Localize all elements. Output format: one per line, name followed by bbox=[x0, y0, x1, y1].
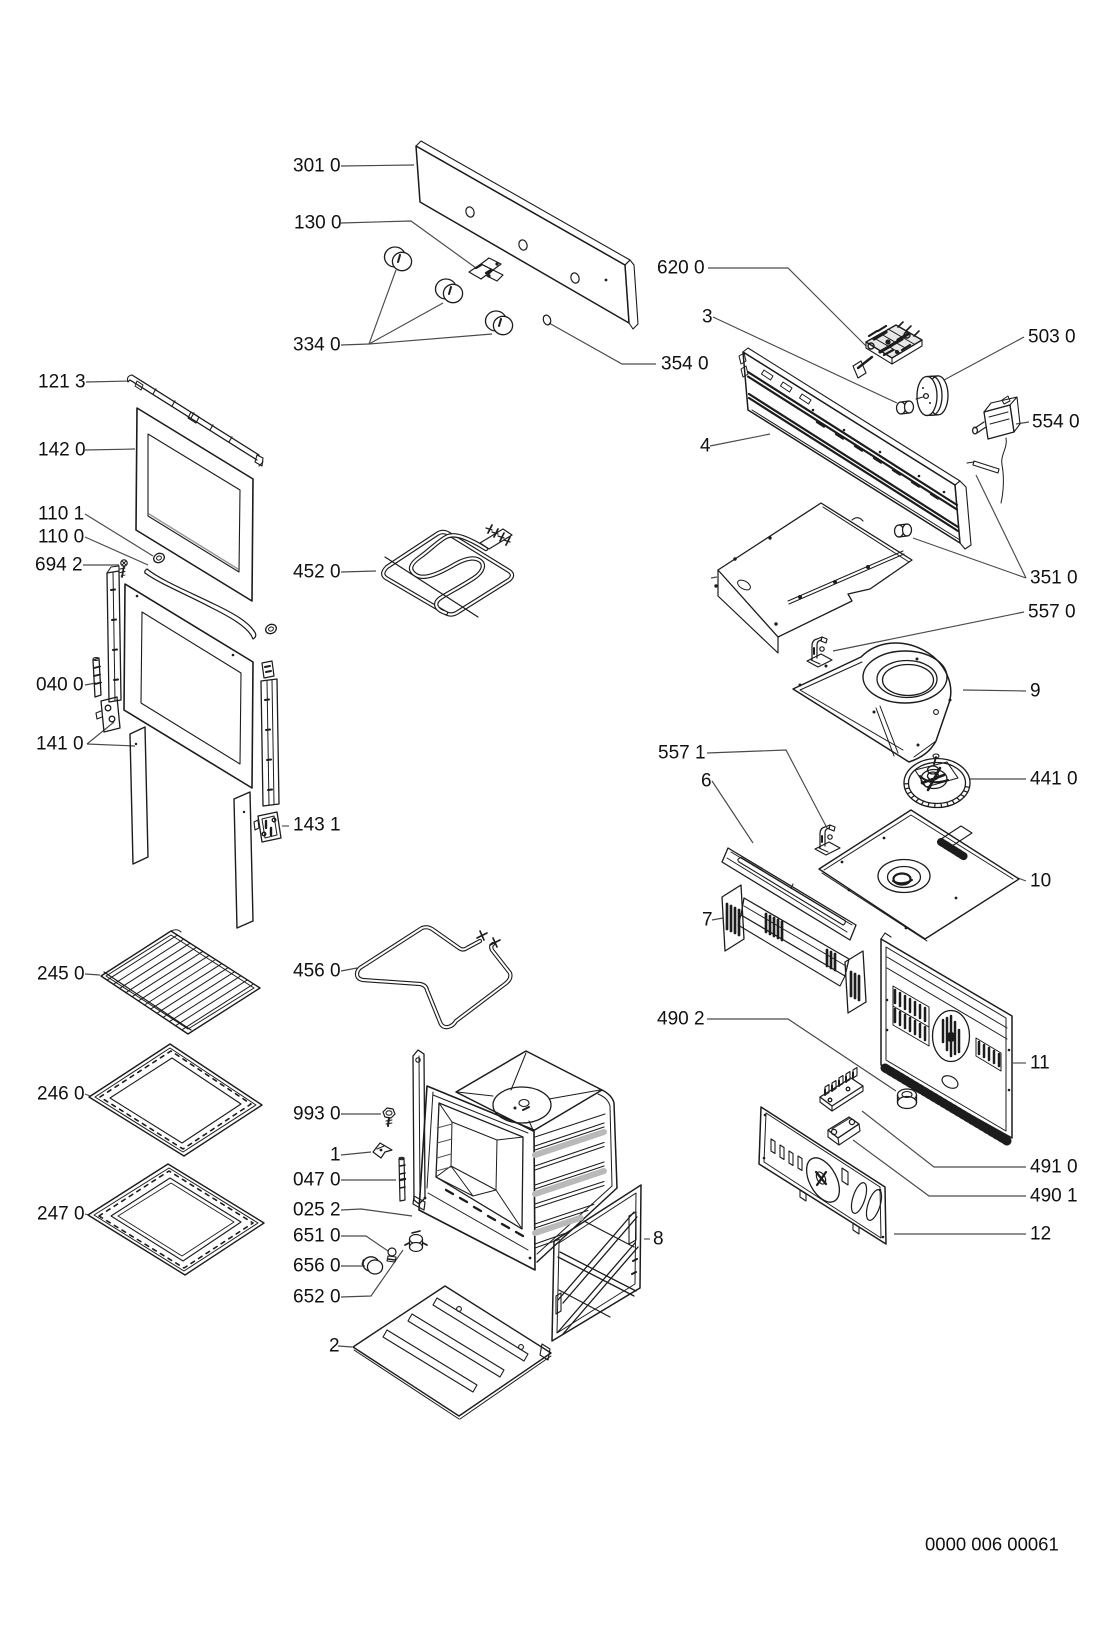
part-bulb-651 bbox=[386, 1247, 397, 1263]
part-label-993-0: 993 0 bbox=[293, 1104, 341, 1125]
part-fan-plate bbox=[818, 809, 1020, 942]
part-label-620-0: 620 0 bbox=[657, 258, 705, 279]
part-label-354-0: 354 0 bbox=[661, 354, 709, 375]
part-screw-694 bbox=[119, 559, 128, 578]
part-rail bbox=[721, 847, 857, 941]
part-label-130-0: 130 0 bbox=[294, 213, 342, 234]
part-label-554-0: 554 0 bbox=[1032, 412, 1080, 433]
part-label-4: 4 bbox=[700, 436, 711, 457]
part-lampholder-652 bbox=[404, 1230, 428, 1253]
part-suppressor bbox=[827, 1116, 861, 1146]
part-vent-bracket bbox=[721, 884, 867, 1014]
sheet-code: 0000 006 00061 bbox=[925, 1534, 1059, 1555]
part-label-025-2: 025 2 bbox=[293, 1200, 341, 1221]
part-label-246-0: 246 0 bbox=[37, 1084, 85, 1105]
part-labels: 301 0 130 0 334 0 620 0 3 503 0 354 0 55… bbox=[35, 156, 1080, 1555]
part-label-6: 6 bbox=[701, 771, 712, 792]
part-label-651-0: 651 0 bbox=[293, 1226, 341, 1247]
part-label-9: 9 bbox=[1030, 681, 1041, 702]
part-label-694-2: 694 2 bbox=[35, 555, 83, 576]
part-backguard-panel bbox=[738, 347, 972, 550]
part-label-10: 10 bbox=[1030, 871, 1051, 892]
part-label-142-0: 142 0 bbox=[38, 440, 86, 461]
part-cable-gland bbox=[896, 1088, 918, 1110]
part-lens-656 bbox=[361, 1256, 384, 1275]
part-label-557-1: 557 1 bbox=[658, 743, 706, 764]
diagram-art bbox=[87, 140, 1021, 1420]
part-terminal-block bbox=[819, 1066, 864, 1112]
part-fan-housing bbox=[792, 642, 952, 763]
part-label-110-0: 110 0 bbox=[38, 527, 84, 548]
part-back-cover bbox=[880, 932, 1013, 1146]
part-label-334-0: 334 0 bbox=[293, 335, 341, 356]
part-deep-tray bbox=[87, 1163, 265, 1276]
part-door-glass-strips bbox=[129, 726, 254, 929]
part-outer-door-glass bbox=[135, 407, 254, 602]
part-label-141-0: 141 0 bbox=[36, 734, 84, 755]
part-label-351-0: 351 0 bbox=[1030, 568, 1078, 589]
part-baking-tray bbox=[88, 1043, 263, 1157]
part-label-143-1: 143 1 bbox=[293, 815, 341, 836]
part-label-245-0: 245 0 bbox=[37, 964, 85, 985]
part-label-452-0: 452 0 bbox=[293, 562, 341, 583]
part-label-301-0: 301 0 bbox=[293, 156, 341, 177]
part-door-side-rails bbox=[106, 565, 280, 807]
part-label-247-0: 247 0 bbox=[37, 1204, 85, 1225]
part-inner-door-glass bbox=[123, 583, 254, 789]
part-label-8: 8 bbox=[653, 1229, 664, 1250]
part-grill-element bbox=[381, 524, 515, 618]
part-insulation-panel bbox=[551, 1184, 642, 1342]
part-lower-element bbox=[354, 925, 513, 1030]
part-screw-993 bbox=[382, 1107, 396, 1127]
part-label-441-0: 441 0 bbox=[1030, 769, 1078, 790]
part-label-656-0: 656 0 bbox=[293, 1256, 341, 1277]
part-oven-cavity bbox=[412, 1049, 618, 1271]
part-thermostat-switch bbox=[468, 257, 504, 282]
part-label-12: 12 bbox=[1030, 1224, 1051, 1245]
part-bracket-557-0 bbox=[806, 636, 833, 668]
part-label-11: 11 bbox=[1030, 1053, 1050, 1074]
part-rod-047 bbox=[398, 1156, 407, 1202]
part-hinge-143 bbox=[253, 811, 282, 843]
part-label-047-0: 047 0 bbox=[293, 1170, 341, 1191]
part-fan-wheel bbox=[903, 753, 971, 809]
part-label-7: 7 bbox=[702, 910, 713, 931]
part-label-490-1: 490 1 bbox=[1030, 1186, 1078, 1207]
part-clip-1 bbox=[372, 1142, 393, 1159]
part-label-110-1: 110 1 bbox=[38, 504, 84, 525]
leader-lines bbox=[83, 164, 1030, 1348]
part-top-shield bbox=[714, 502, 913, 654]
part-label-456-0: 456 0 bbox=[293, 961, 341, 982]
part-label-121-3: 121 3 bbox=[38, 372, 86, 393]
part-label-3: 3 bbox=[702, 307, 713, 328]
part-label-503-0: 503 0 bbox=[1028, 327, 1076, 348]
part-control-panel bbox=[415, 140, 639, 330]
part-wire-rack bbox=[100, 929, 261, 1035]
part-label-2: 2 bbox=[329, 1336, 340, 1357]
part-label-557-0: 557 0 bbox=[1028, 602, 1076, 623]
part-pulley-disc bbox=[915, 375, 949, 417]
part-bottom-panel bbox=[352, 1285, 552, 1420]
part-label-652-0: 652 0 bbox=[293, 1287, 341, 1308]
part-door-trim bbox=[126, 374, 264, 467]
part-label-491-0: 491 0 bbox=[1030, 1157, 1078, 1178]
part-knobs bbox=[383, 246, 514, 336]
part-label-1: 1 bbox=[330, 1145, 341, 1166]
part-rear-access-panel bbox=[758, 1106, 887, 1245]
part-interlock-motor bbox=[966, 395, 1021, 504]
part-hinge-040 bbox=[92, 657, 121, 733]
part-door-seal bbox=[144, 552, 277, 640]
part-label-040-0: 040 0 bbox=[36, 675, 84, 696]
part-bushing bbox=[895, 400, 915, 415]
part-bushing-351 bbox=[893, 523, 913, 538]
part-label-490-2: 490 2 bbox=[657, 1009, 705, 1030]
part-bracket-557-1 bbox=[814, 824, 841, 856]
part-timer-module bbox=[852, 321, 923, 379]
